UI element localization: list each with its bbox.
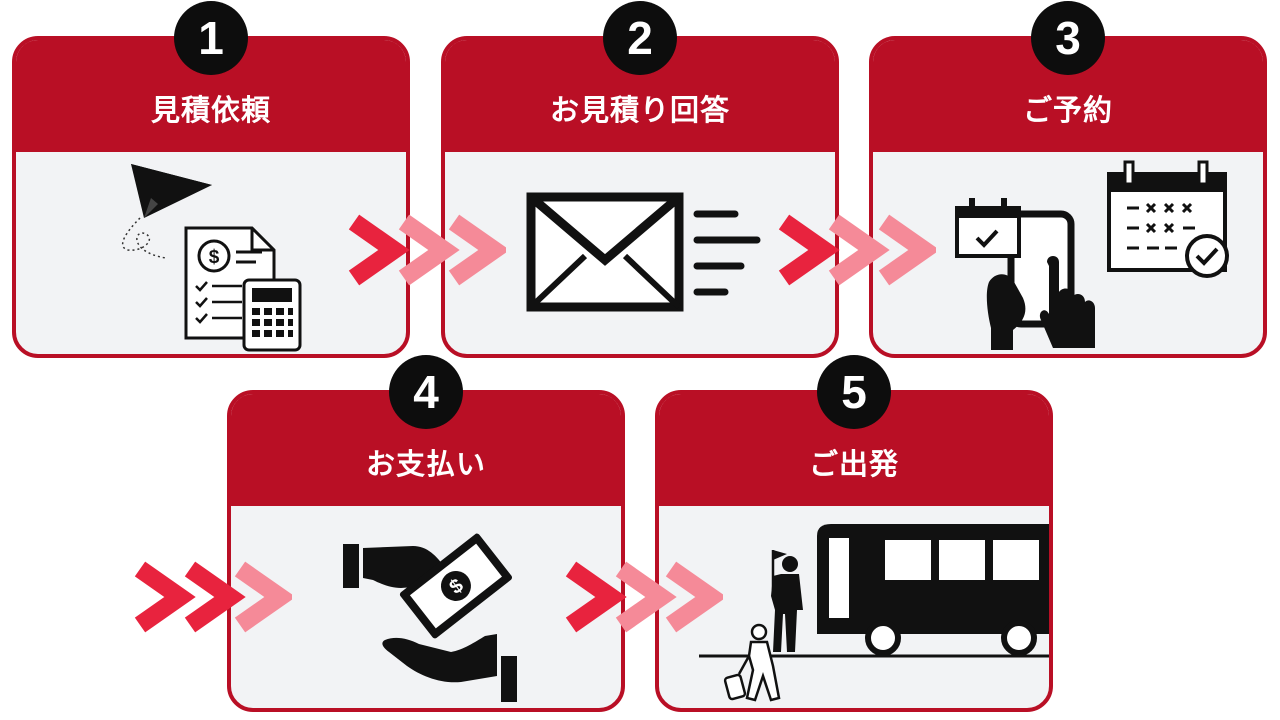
flow-arrows-1-to-2 [348,214,506,286]
step-number-2: 2 [603,1,677,75]
chevron-arrow-icon [184,561,246,633]
svg-text:$: $ [209,247,220,268]
flow-arrows-2-to-3 [778,214,936,286]
chevron-arrow-icon [778,214,840,286]
flow-arrows-4-to-5 [565,561,723,633]
envelope-icon [526,192,761,312]
step-card-3: ご予約 [869,36,1267,358]
hand-money-payment-icon: $ [343,533,517,702]
paper-plane-invoice-calculator-icon: $ [122,164,302,352]
step-card-2: お見積り回答 [441,36,839,358]
bus-departure-icon [699,524,1049,702]
step-card-5: ご出発 [655,390,1053,712]
step-illustration-area-1: $ [16,152,406,354]
flow-arrows-3-to-4 [134,561,292,633]
step-illustration-area-3 [873,152,1263,354]
step-number-5: 5 [817,355,891,429]
chevron-arrow-icon [828,214,890,286]
step-number-3: 3 [1031,1,1105,75]
smartphone-calendar-booking-icon [955,160,1229,350]
chevron-arrow-icon [348,214,410,286]
step-illustration-area-4: $ [231,506,621,708]
chevron-arrow-icon [665,561,723,633]
chevron-arrow-icon [398,214,460,286]
step-card-1: 見積依頼 $ [12,36,410,358]
chevron-arrow-icon [234,561,292,633]
step-number-1: 1 [174,1,248,75]
chevron-arrow-icon [565,561,627,633]
chevron-arrow-icon [134,561,196,633]
step-number-4: 4 [389,355,463,429]
step-illustration-area-5 [659,506,1049,708]
chevron-arrow-icon [448,214,506,286]
chevron-arrow-icon [878,214,936,286]
chevron-arrow-icon [615,561,677,633]
step-card-4: お支払い $ [227,390,625,712]
step-illustration-area-2 [445,152,835,354]
